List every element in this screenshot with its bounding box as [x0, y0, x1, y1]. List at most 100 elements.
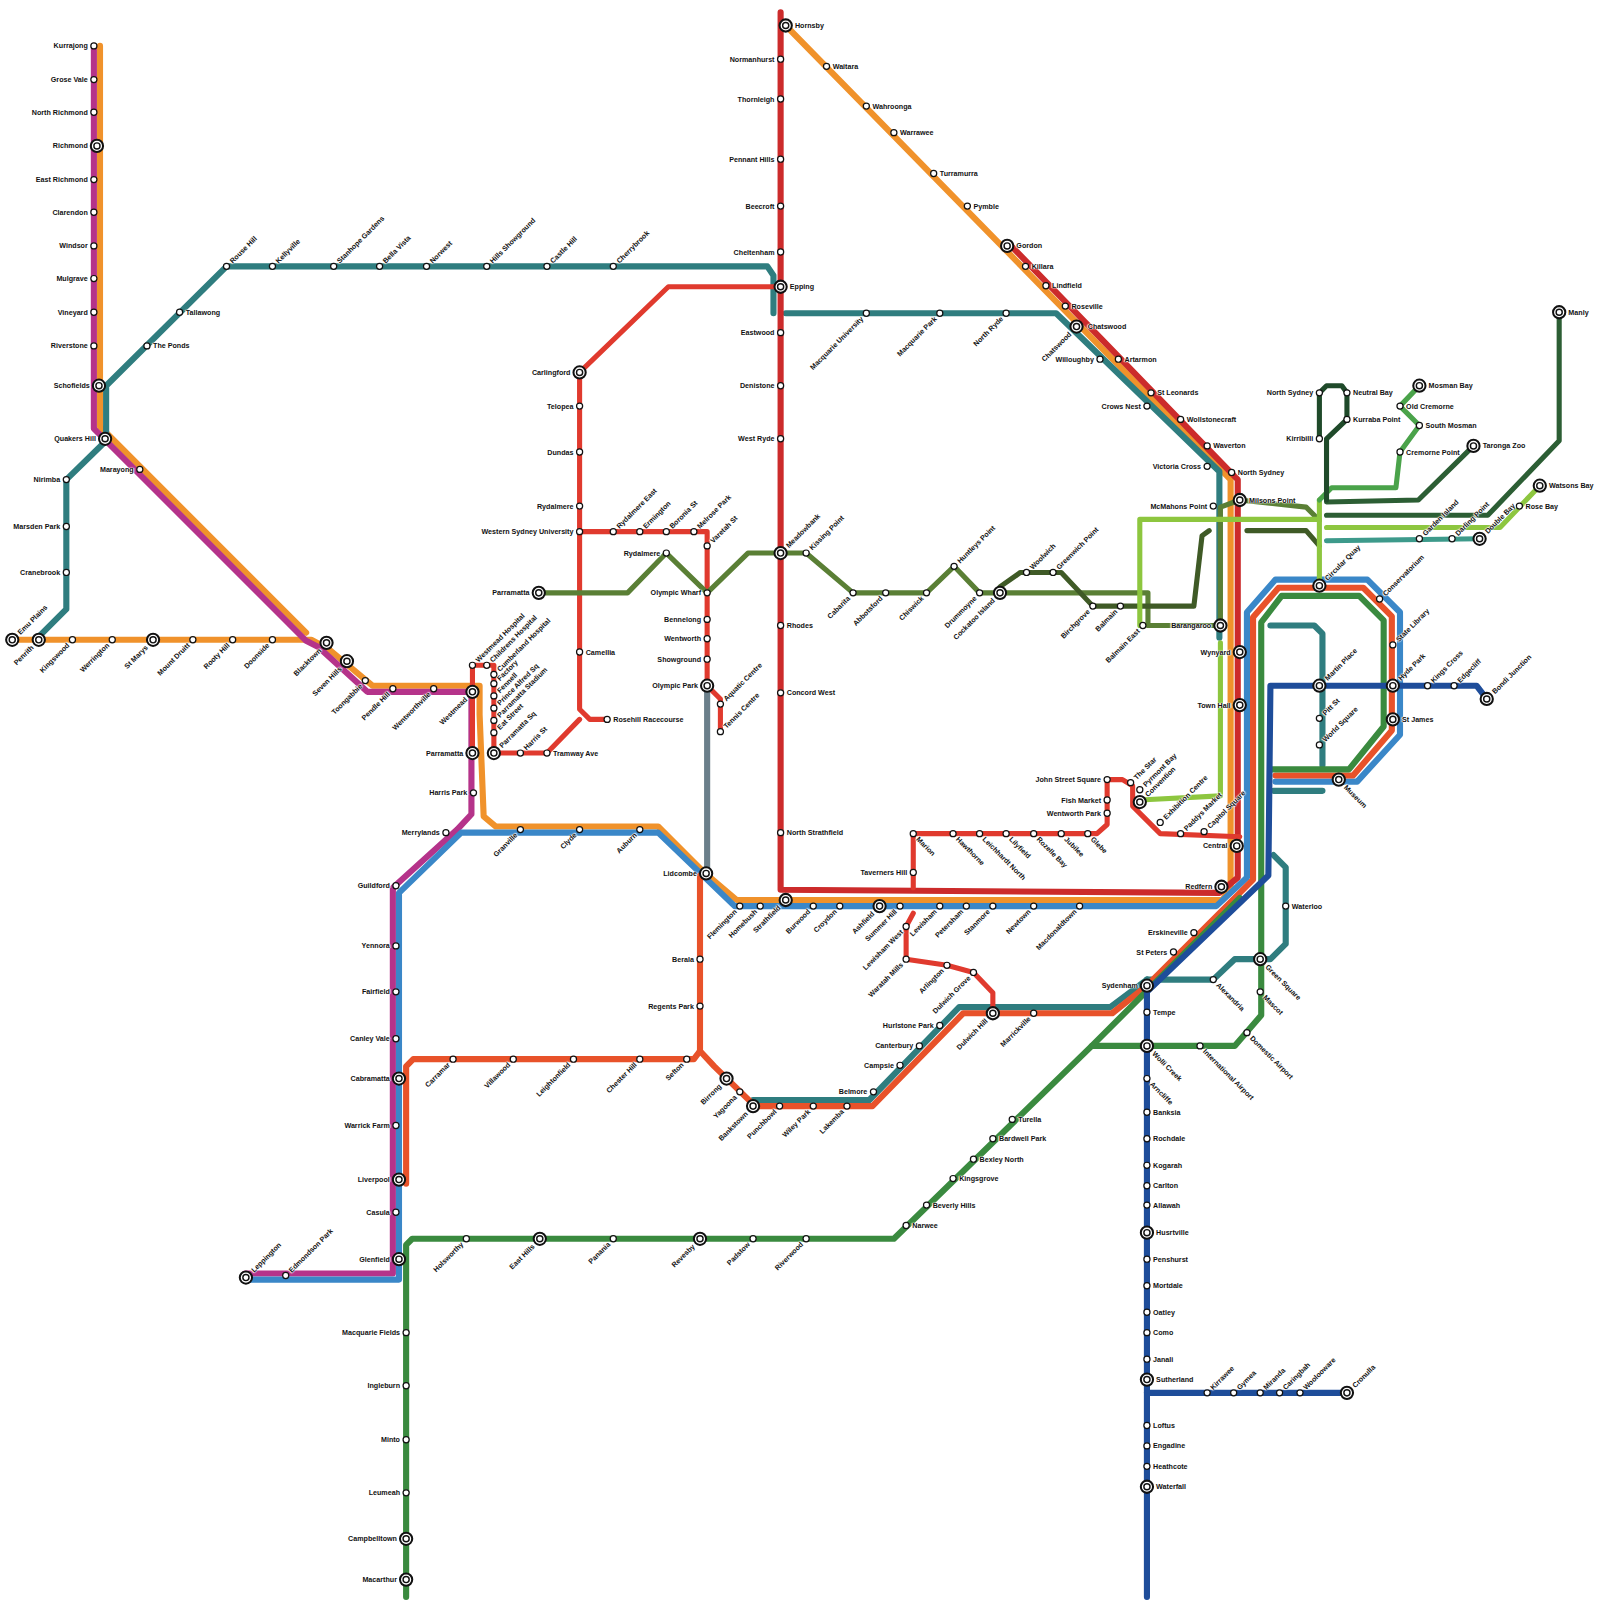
- station-label: Mount Druitt: [156, 642, 191, 677]
- station-dot: [1254, 953, 1266, 965]
- station-dot: [1144, 403, 1150, 409]
- station-dot: [240, 1271, 252, 1283]
- station-dot: [1234, 646, 1246, 658]
- station-label: Rochdale: [1153, 1135, 1185, 1142]
- station-dot: [1144, 1009, 1150, 1015]
- station-label: Olympic Park: [652, 682, 698, 689]
- station-label: Kirribilli: [1286, 435, 1313, 442]
- station-label: Norwest: [428, 240, 453, 265]
- station-dot: [1344, 1390, 1350, 1396]
- station-dot: [1214, 619, 1226, 631]
- station-dot: [36, 637, 42, 643]
- station-dot: [403, 1330, 409, 1336]
- station-dot: [694, 1233, 706, 1245]
- station-label: Petersham: [934, 908, 965, 939]
- station-dot: [1144, 1484, 1150, 1490]
- station-label: Padstow: [725, 1241, 751, 1267]
- station-dot: [704, 590, 710, 596]
- station-label: Pitt St: [1321, 697, 1341, 717]
- station-label: Panania: [587, 1241, 611, 1265]
- station-dot: [1424, 683, 1430, 689]
- station-dot: [1144, 1043, 1150, 1049]
- station-label: Rhodes: [787, 622, 813, 629]
- station-dot: [469, 750, 475, 756]
- rail-line: [406, 596, 1384, 1597]
- station-label: Milsons Point: [1249, 496, 1295, 503]
- station-label: Killara: [1032, 263, 1054, 270]
- station-dot: [1537, 483, 1543, 489]
- station-dot: [269, 263, 275, 269]
- station-dot: [1481, 693, 1493, 705]
- station-dot: [137, 466, 143, 472]
- station-dot: [1316, 390, 1322, 396]
- station-label: Chester Hill: [605, 1061, 638, 1094]
- station-label: Lidcombe: [663, 870, 697, 877]
- station-dot: [1234, 843, 1240, 849]
- station-dot: [823, 63, 829, 69]
- station-dot: [1257, 989, 1263, 995]
- station-dot: [537, 1236, 543, 1242]
- station-label: Burwood: [785, 908, 812, 935]
- station-dot: [33, 634, 45, 646]
- station-dot: [778, 550, 784, 556]
- station-label: Auburn: [615, 831, 638, 854]
- station-dot: [937, 903, 943, 909]
- station-label: Harris Park: [429, 789, 467, 796]
- station-dot: [534, 1233, 546, 1245]
- station-dot: [778, 622, 784, 628]
- station-dot: [491, 717, 497, 723]
- station-dot: [1115, 356, 1121, 362]
- station-dot: [9, 637, 15, 643]
- station-label: Holsworthy: [432, 1241, 465, 1274]
- station-label: Rose Bay: [1526, 503, 1559, 510]
- rail-line: [1140, 643, 1221, 800]
- station-dot: [1413, 380, 1425, 392]
- station-dot: [610, 263, 616, 269]
- station-dot: [1144, 1463, 1150, 1469]
- station-label: Waterfall: [1156, 1483, 1186, 1490]
- station-label: Dundas: [547, 448, 573, 455]
- station-dot: [1144, 1256, 1150, 1262]
- station-label: Woolwich: [1028, 542, 1057, 571]
- station-dot: [393, 1209, 399, 1215]
- station-dot: [1237, 497, 1243, 503]
- station-dot: [1144, 1162, 1150, 1168]
- station-dot: [1097, 356, 1103, 362]
- station-label: Jubilee: [1063, 835, 1085, 857]
- station-label: Lilyfield: [1008, 835, 1032, 859]
- station-label: Thornleigh: [738, 95, 775, 102]
- station-dot: [873, 900, 885, 912]
- station-dot: [1141, 1373, 1153, 1385]
- station-label: Turella: [1018, 1116, 1041, 1123]
- station-label: Macdonaldtown: [1035, 908, 1078, 951]
- station-label: Birchgrove: [1059, 608, 1091, 640]
- station-dot: [69, 637, 75, 643]
- station-dot: [1229, 469, 1235, 475]
- station-label: Bexley North: [980, 1156, 1024, 1163]
- station-label: Pymble: [973, 203, 998, 210]
- station-dot: [750, 1236, 756, 1242]
- station-label: Barangaroo: [1171, 622, 1211, 629]
- station-dot: [91, 177, 97, 183]
- station-dot: [1316, 742, 1322, 748]
- station-dot: [1416, 536, 1422, 542]
- station-dot: [96, 383, 102, 389]
- rail-line: [1327, 539, 1480, 541]
- station-dot: [1001, 240, 1013, 252]
- station-dot: [1004, 243, 1010, 249]
- station-label: Narwee: [912, 1222, 937, 1229]
- station-label: Clarendon: [52, 209, 87, 216]
- station-dot: [1316, 715, 1322, 721]
- station-dot: [1191, 930, 1197, 936]
- station-dot: [717, 729, 723, 735]
- rail-line: [1327, 312, 1560, 515]
- station-label: Vineyard: [58, 309, 88, 316]
- station-dot: [1141, 1227, 1153, 1239]
- station-dot: [1031, 903, 1037, 909]
- station-dot: [484, 263, 490, 269]
- station-dot: [323, 640, 329, 646]
- station-dot: [150, 637, 156, 643]
- station-label: Town Hall: [1197, 702, 1230, 709]
- station-dot: [1073, 323, 1079, 329]
